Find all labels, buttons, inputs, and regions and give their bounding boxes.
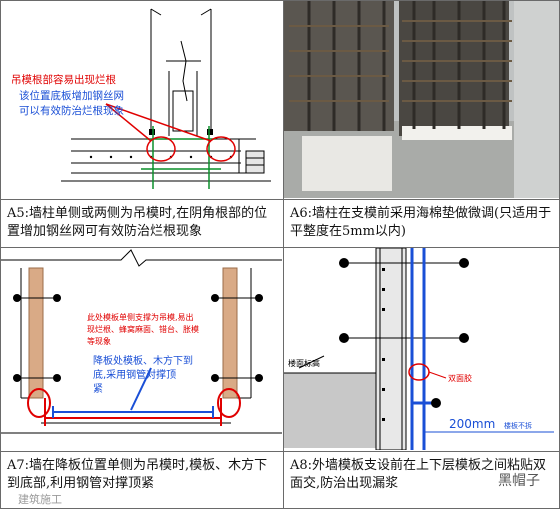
a8-label-dim-note: 楼板不拆 <box>504 421 532 430</box>
a7-annot-5: 底,采用钢管对撑顶 <box>93 368 176 381</box>
watermark-right: 黑帽子 <box>498 473 540 489</box>
a8-label-slab: 楼面标高 <box>288 358 320 368</box>
watermark-left: 建筑施工 <box>18 493 62 506</box>
grid-divider-row-2 <box>0 451 560 452</box>
a6-caption: A6:墙柱在支模前采用海棉垫做微调(只适用于平整度在5mm以内) <box>290 206 552 239</box>
a8-label-dim: 200mm <box>449 417 495 431</box>
grid-divider-row-1 <box>0 199 560 200</box>
a7-drawing: 此处模板单侧支撑为吊模,易出 现烂根、蜂窝麻面、错台、胀模 等现象 降板处模板、… <box>1 248 282 450</box>
a7-annot-4: 降板处模板、木方下到 <box>93 354 193 367</box>
a5-caption: A5:墙柱单侧或两侧为吊模时,在阴角根部的位置增加钢丝网可有效防治烂根现象 <box>7 206 268 239</box>
a7-annot-1: 此处模板单侧支撑为吊模,易出 <box>87 312 194 322</box>
a7-annot-6: 紧 <box>93 383 103 395</box>
grid-divider-vertical <box>283 0 284 508</box>
a6-photo <box>284 1 559 198</box>
a5-annot-3: 可以有效防治烂根现象 <box>19 104 124 117</box>
a7-annot-2: 现烂根、蜂窝麻面、错台、胀模 <box>87 324 199 334</box>
a8-drawing: 楼面标高 双面胶 200mm 楼板不拆 <box>284 248 559 450</box>
a5-annot-2: 该位置底板增加钢丝网 <box>19 89 124 102</box>
a8-caption: A8:外墙模板支设前在上下层模板之间粘贴双面交,防治出现漏浆 <box>290 458 547 491</box>
a7-caption: A7:墙在降板位置单侧为吊模时,模板、木方下到底部,利用钢管对撑顶紧 <box>7 458 268 491</box>
grid-divider-caption-1 <box>0 247 560 248</box>
a5-annot-1: 吊模根部容易出现烂根 <box>11 73 116 86</box>
a7-annot-3: 等现象 <box>87 336 111 346</box>
a5-drawing: 吊模根部容易出现烂根 该位置底板增加钢丝网 可以有效防治烂根现象 <box>1 1 282 198</box>
a8-label-tape: 双面胶 <box>448 373 472 383</box>
